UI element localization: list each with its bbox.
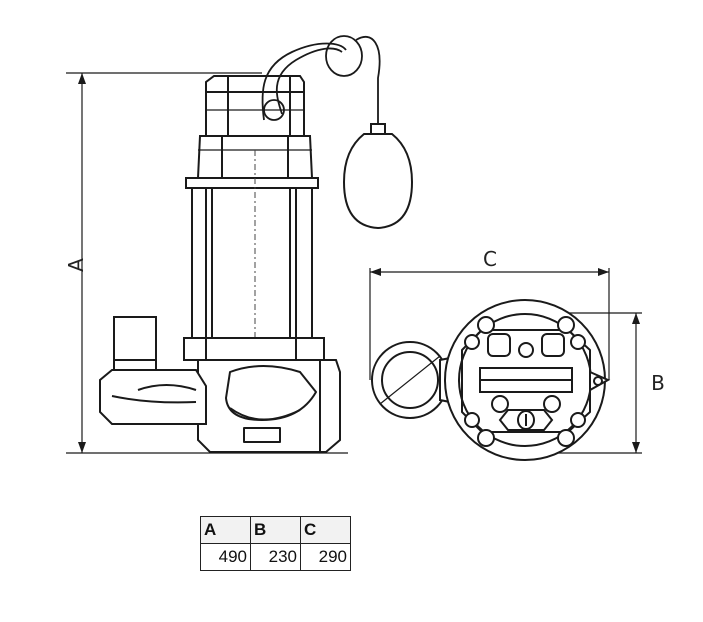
- pump-top-view: [371, 299, 611, 461]
- table-cell-b: 230: [250, 543, 301, 571]
- table-cell-c: 290: [300, 543, 351, 571]
- dimension-c-label: C: [483, 247, 497, 271]
- dimension-b-label: B: [651, 371, 665, 395]
- table-header-c: C: [300, 516, 351, 544]
- dimension-c: C: [369, 247, 610, 380]
- table-row: 490 230 290: [200, 543, 351, 571]
- dimension-table: A B C 490 230 290: [200, 516, 351, 571]
- table-header-row: A B C: [200, 516, 351, 544]
- table-cell-a: 490: [200, 543, 251, 571]
- dimension-a-label: A: [64, 258, 88, 272]
- table-header-a: A: [200, 516, 251, 544]
- table-header-b: B: [250, 516, 301, 544]
- float-switch: [261, 35, 414, 230]
- pump-side-view: [99, 75, 341, 453]
